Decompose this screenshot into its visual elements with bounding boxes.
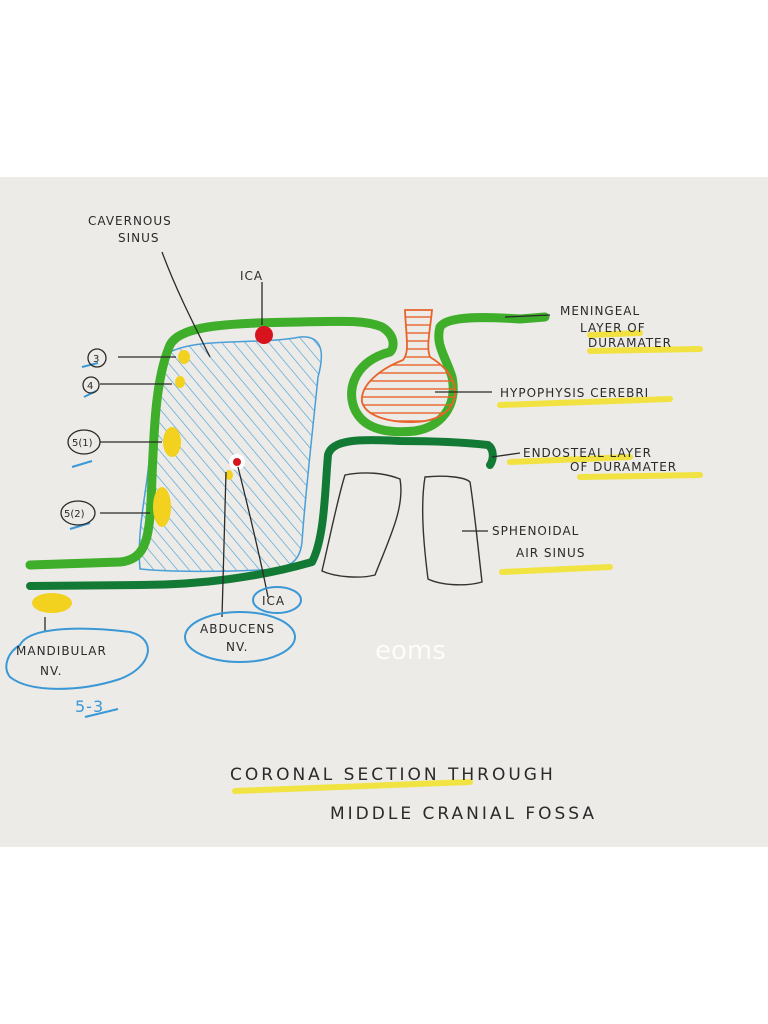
nerve-5-1-label: 5(1) [72, 438, 93, 449]
ica-bottom-circle [252, 586, 302, 614]
mandibular-nerve-spot [32, 593, 72, 613]
meningeal-label-1: MENINGEAL [560, 304, 640, 318]
endosteal-layer [26, 436, 497, 590]
endosteal-label-2: OF DURAMATER [570, 460, 677, 474]
highlighter-marks [232, 330, 703, 794]
nerves [32, 350, 233, 613]
abducens-label-1: ABDUCENS [200, 622, 275, 636]
sphenoidal-label-1: SPHENOIDAL [492, 524, 579, 538]
nerve-5-2-spot [153, 487, 171, 527]
meningeal-layer [25, 312, 550, 570]
nerve-4-spot [175, 376, 185, 388]
hypophysis-cerebri [361, 309, 456, 423]
meningeal-label-2: LAYER OF [580, 321, 646, 335]
blue-annotations [5, 362, 302, 718]
nerve-4-label: 4 [87, 381, 93, 392]
cavernous-label-1: CAVERNOUS [88, 214, 172, 228]
nerve-3-spot [178, 350, 190, 364]
cavernous-sinus-region [138, 336, 323, 573]
sphenoidal-air-sinus [321, 472, 483, 586]
ica-vessels [229, 326, 273, 470]
meningeal-label-3: DURAMATER [588, 336, 672, 350]
caption-line-2: MIDDLE CRANIAL FOSSA [330, 804, 597, 824]
nerve-number-circles [60, 348, 107, 526]
mandibular-label-2: NV. [40, 664, 62, 678]
watermark: eoms [375, 636, 446, 666]
nerve-5-2-label: 5(2) [64, 509, 85, 520]
endosteal-label-1: ENDOSTEAL LAYER [523, 446, 652, 460]
caption-line-1: CORONAL SECTION THROUGH [230, 765, 556, 785]
nerve-5-1-spot [163, 427, 181, 457]
ica-top-label: ICA [240, 269, 263, 283]
nerve-3-label: 3 [93, 354, 99, 365]
cavernous-label-2: SINUS [118, 231, 160, 245]
sphenoidal-label-2: AIR SINUS [516, 546, 585, 560]
ica-cavernous-vessel [229, 454, 245, 470]
cranial-fossa-diagram: CAVERNOUS SINUS ICA MENINGEAL LAYER OF D… [5, 214, 703, 824]
abducens-nerve-spot [225, 470, 233, 480]
abducens-label-2: NV. [226, 640, 248, 654]
mandibular-circle [5, 627, 149, 690]
hypophysis-label: HYPOPHYSIS CEREBRI [500, 386, 649, 400]
leader-lines [44, 251, 551, 632]
paper-sheet: CAVERNOUS SINUS ICA MENINGEAL LAYER OF D… [0, 177, 768, 847]
mandibular-label-1: MANDIBULAR [16, 644, 107, 658]
mandibular-code: 5-3 [75, 697, 104, 716]
ica-bottom-label: ICA [262, 594, 285, 608]
ica-top-vessel [255, 326, 273, 344]
abducens-circle [184, 611, 296, 663]
